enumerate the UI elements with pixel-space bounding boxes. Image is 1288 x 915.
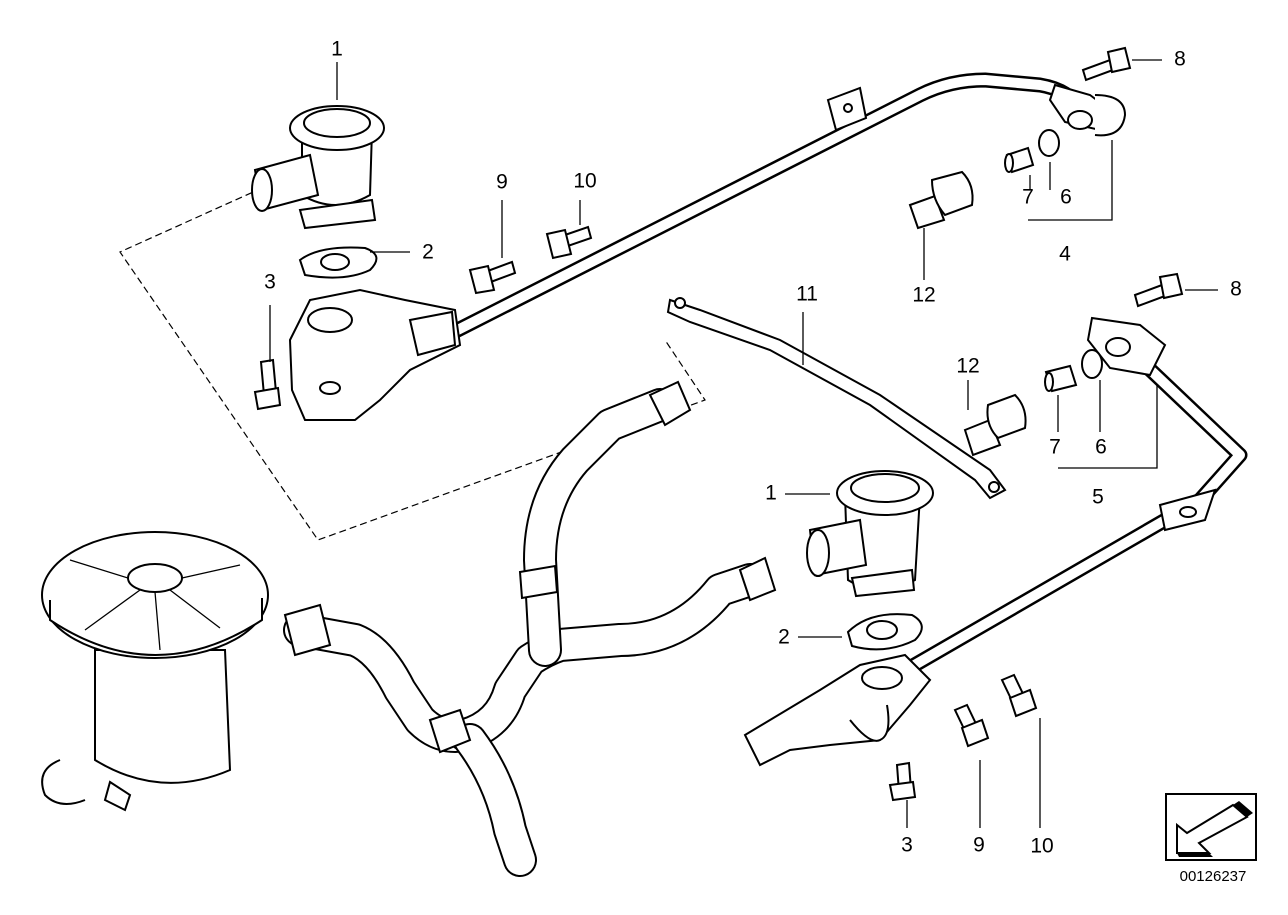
callout-10-lower: 10 (1030, 835, 1053, 858)
callout-2-upper: 2 (422, 241, 434, 264)
sleeve-lower (1044, 364, 1078, 393)
callout-4: 4 (1059, 243, 1071, 266)
callout-8-lower: 8 (1230, 278, 1242, 301)
gasket-upper (298, 246, 378, 279)
callout-1-upper: 1 (331, 38, 343, 61)
bolt-8-upper (1081, 46, 1132, 82)
callout-6-upper: 6 (1060, 186, 1072, 209)
bolt-10-upper (545, 225, 593, 260)
bolt-3-upper (253, 358, 282, 411)
hollow-bolt-lower (963, 393, 1027, 457)
callout-1-lower: 1 (765, 482, 777, 505)
callout-2-lower: 2 (778, 626, 790, 649)
callout-12-upper: 12 (912, 284, 935, 307)
air-hose-assembly (283, 380, 777, 877)
callout-labels: 1 2 3 9 10 8 7 6 4 12 11 8 12 7 6 5 1 2 … (264, 38, 1242, 858)
arrow-down-left-icon (1176, 801, 1253, 857)
callout-6-lower: 6 (1095, 436, 1107, 459)
bolt-9-upper (468, 260, 517, 295)
bolt-8-lower (1133, 272, 1184, 308)
gasket-lower (846, 613, 923, 651)
air-valve-upper (251, 105, 385, 230)
callout-7-lower: 7 (1049, 436, 1061, 459)
o-ring-lower (1081, 349, 1103, 379)
callout-3-lower: 3 (901, 834, 913, 857)
assembly-dashed-outline (119, 187, 706, 541)
valve-bracket-lower (743, 653, 932, 767)
callout-8-upper: 8 (1174, 48, 1186, 71)
sleeve-upper (1004, 146, 1035, 174)
lower-air-pipe (872, 316, 1248, 693)
callout-10-upper: 10 (573, 170, 596, 193)
secondary-air-pump (41, 531, 269, 812)
callout-12-lower: 12 (956, 355, 979, 378)
valve-bracket-upper (288, 288, 462, 421)
reference-box (1165, 793, 1257, 861)
reference-number: 00126237 (1179, 868, 1247, 885)
o-ring-upper (1038, 129, 1060, 157)
hollow-bolt-upper (908, 170, 974, 230)
bolt-9-lower (953, 703, 990, 748)
air-valve-lower (806, 470, 934, 598)
callout-7-upper: 7 (1022, 186, 1034, 209)
callout-9-upper: 9 (496, 171, 508, 194)
upper-air-pipe (367, 72, 1127, 380)
callout-9-lower: 9 (973, 834, 985, 857)
bolt-10-lower (1000, 673, 1038, 718)
callout-5: 5 (1092, 486, 1104, 509)
bolt-3-lower (888, 761, 917, 802)
support-strap (666, 297, 1007, 500)
callout-11: 11 (796, 283, 818, 306)
leader-lines (269, 59, 1218, 828)
callout-3-upper: 3 (264, 271, 276, 294)
